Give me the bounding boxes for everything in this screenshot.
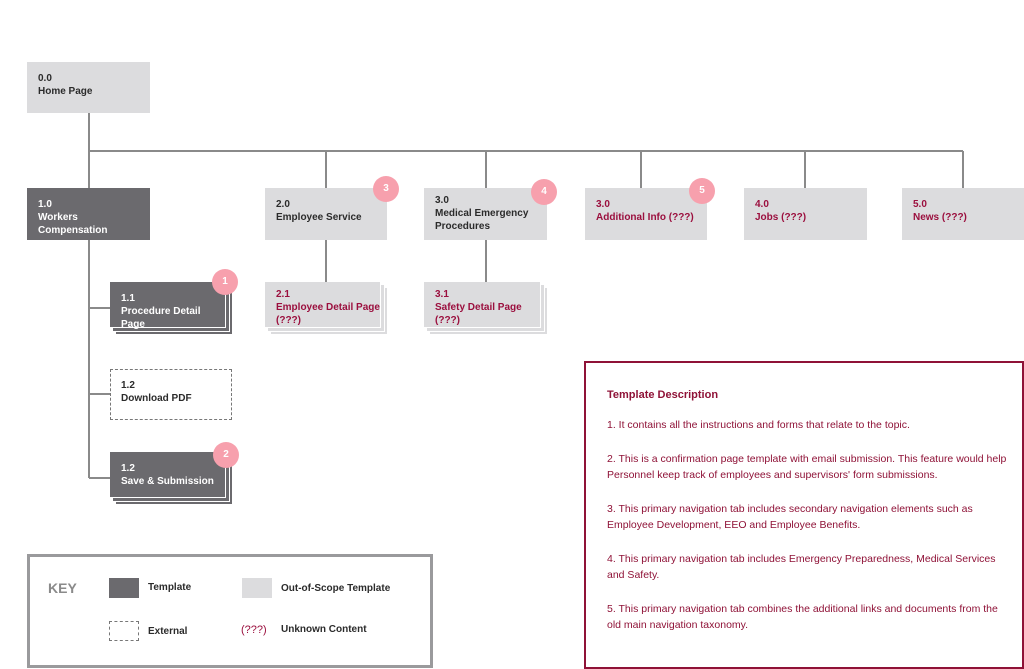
node-number: 1.0 bbox=[38, 199, 52, 210]
key-title: KEY bbox=[48, 580, 77, 596]
node-title: Home Page bbox=[38, 86, 93, 97]
key-template-swatch bbox=[109, 578, 139, 598]
key-out-of-scope-label: Out-of-Scope Template bbox=[281, 583, 391, 594]
node-number: 4.0 bbox=[755, 199, 769, 210]
node-procedure-detail: 1.1 Procedure Detail Page bbox=[110, 282, 226, 330]
description-item-4: 4. This primary navigation tab includes … bbox=[607, 552, 996, 582]
template-description-title: Template Description bbox=[607, 389, 719, 401]
node-title: Medical Emergency bbox=[435, 208, 529, 219]
node-number: 5.0 bbox=[913, 199, 927, 210]
node-workers-compensation: 1.0 Workers Compensation bbox=[27, 188, 150, 240]
node-title: News (???) bbox=[913, 212, 967, 223]
legend-key: KEY Template Out-of-Scope Template Exter… bbox=[27, 554, 433, 668]
node-additional-info: 3.0 Additional Info (???) bbox=[585, 188, 707, 240]
badge-1: 1 bbox=[212, 269, 238, 295]
badge-4: 4 bbox=[531, 179, 557, 205]
node-employee-detail: 2.1 Employee Detail Page (???) bbox=[265, 282, 381, 328]
node-jobs: 4.0 Jobs (???) bbox=[744, 188, 867, 240]
node-number: 1.2 bbox=[121, 463, 135, 474]
node-safety-detail: 3.1 Safety Detail Page (???) bbox=[424, 282, 541, 328]
node-title: Employee Detail Page bbox=[276, 302, 380, 313]
node-title: Employee Service bbox=[276, 212, 362, 223]
node-number: 0.0 bbox=[38, 73, 52, 84]
node-news: 5.0 News (???) bbox=[902, 188, 1024, 240]
node-number: 3.0 bbox=[435, 195, 449, 206]
node-number: 1.2 bbox=[121, 380, 135, 391]
key-unknown-label: Unknown Content bbox=[281, 624, 367, 635]
key-external-label: External bbox=[148, 626, 188, 637]
node-number: 1.1 bbox=[121, 293, 135, 304]
key-out-of-scope-swatch bbox=[242, 578, 272, 598]
template-description-panel: Template Description 1. It contains all … bbox=[584, 361, 1024, 669]
node-number: 2.0 bbox=[276, 199, 290, 210]
node-title: Additional Info (???) bbox=[596, 212, 694, 223]
badge-2: 2 bbox=[213, 442, 239, 468]
node-title-line2: Procedures bbox=[435, 221, 491, 232]
node-title: Jobs (???) bbox=[755, 212, 807, 223]
node-title: Safety Detail Page bbox=[435, 302, 522, 313]
node-title-line2: (???) bbox=[435, 315, 460, 326]
node-number: 3.0 bbox=[596, 199, 610, 210]
node-number: 3.1 bbox=[435, 289, 449, 300]
key-template-label: Template bbox=[148, 582, 192, 593]
badge-3: 3 bbox=[373, 176, 399, 202]
node-title: Download PDF bbox=[121, 393, 192, 404]
node-title: Workers Compensation bbox=[38, 212, 108, 236]
description-item-5: 5. This primary navigation tab combines … bbox=[607, 602, 998, 632]
node-save-submission: 1.2 Save & Submission bbox=[110, 452, 226, 498]
key-unknown-symbol: (???) bbox=[241, 624, 267, 636]
key-external-swatch bbox=[109, 621, 139, 641]
node-title-line2: (???) bbox=[276, 315, 301, 326]
node-title: Save & Submission bbox=[121, 476, 214, 487]
node-number: 2.1 bbox=[276, 289, 290, 300]
description-item-1: 1. It contains all the instructions and … bbox=[607, 419, 910, 431]
badge-5: 5 bbox=[689, 178, 715, 204]
description-item-3: 3. This primary navigation tab includes … bbox=[607, 502, 973, 532]
node-medical-emergency: 3.0 Medical Emergency Procedures bbox=[424, 188, 547, 240]
description-item-2: 2. This is a confirmation page template … bbox=[607, 452, 1007, 482]
node-download-pdf: 1.2 Download PDF bbox=[110, 369, 232, 420]
node-title: Procedure Detail Page bbox=[121, 306, 201, 330]
node-employee-service: 2.0 Employee Service bbox=[265, 188, 387, 240]
node-home-page: 0.0 Home Page bbox=[27, 62, 150, 113]
